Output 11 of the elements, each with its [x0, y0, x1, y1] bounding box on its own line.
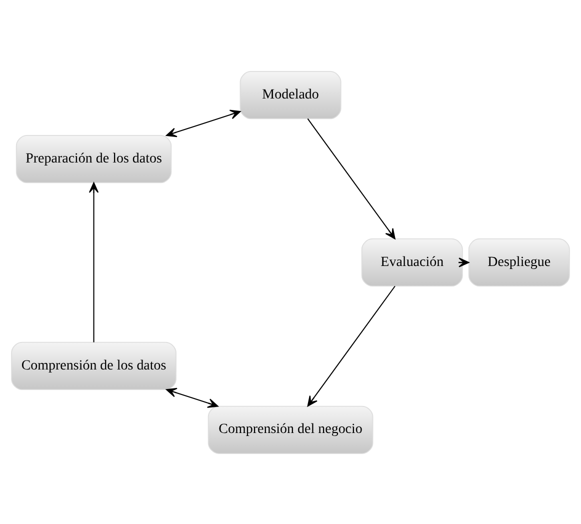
arrow — [458, 257, 470, 267]
arrow — [307, 118, 396, 239]
arrow — [166, 387, 218, 408]
arrow — [307, 285, 396, 406]
node-box: Preparación de los datos — [16, 134, 172, 183]
node-box: Comprensión del negocio — [208, 405, 374, 454]
node-box: Modelado — [240, 70, 342, 119]
node-box: Despliegue — [468, 238, 570, 286]
arrow — [88, 182, 99, 342]
arrow — [166, 109, 241, 137]
node-box: Comprensión de los datos — [11, 341, 176, 390]
